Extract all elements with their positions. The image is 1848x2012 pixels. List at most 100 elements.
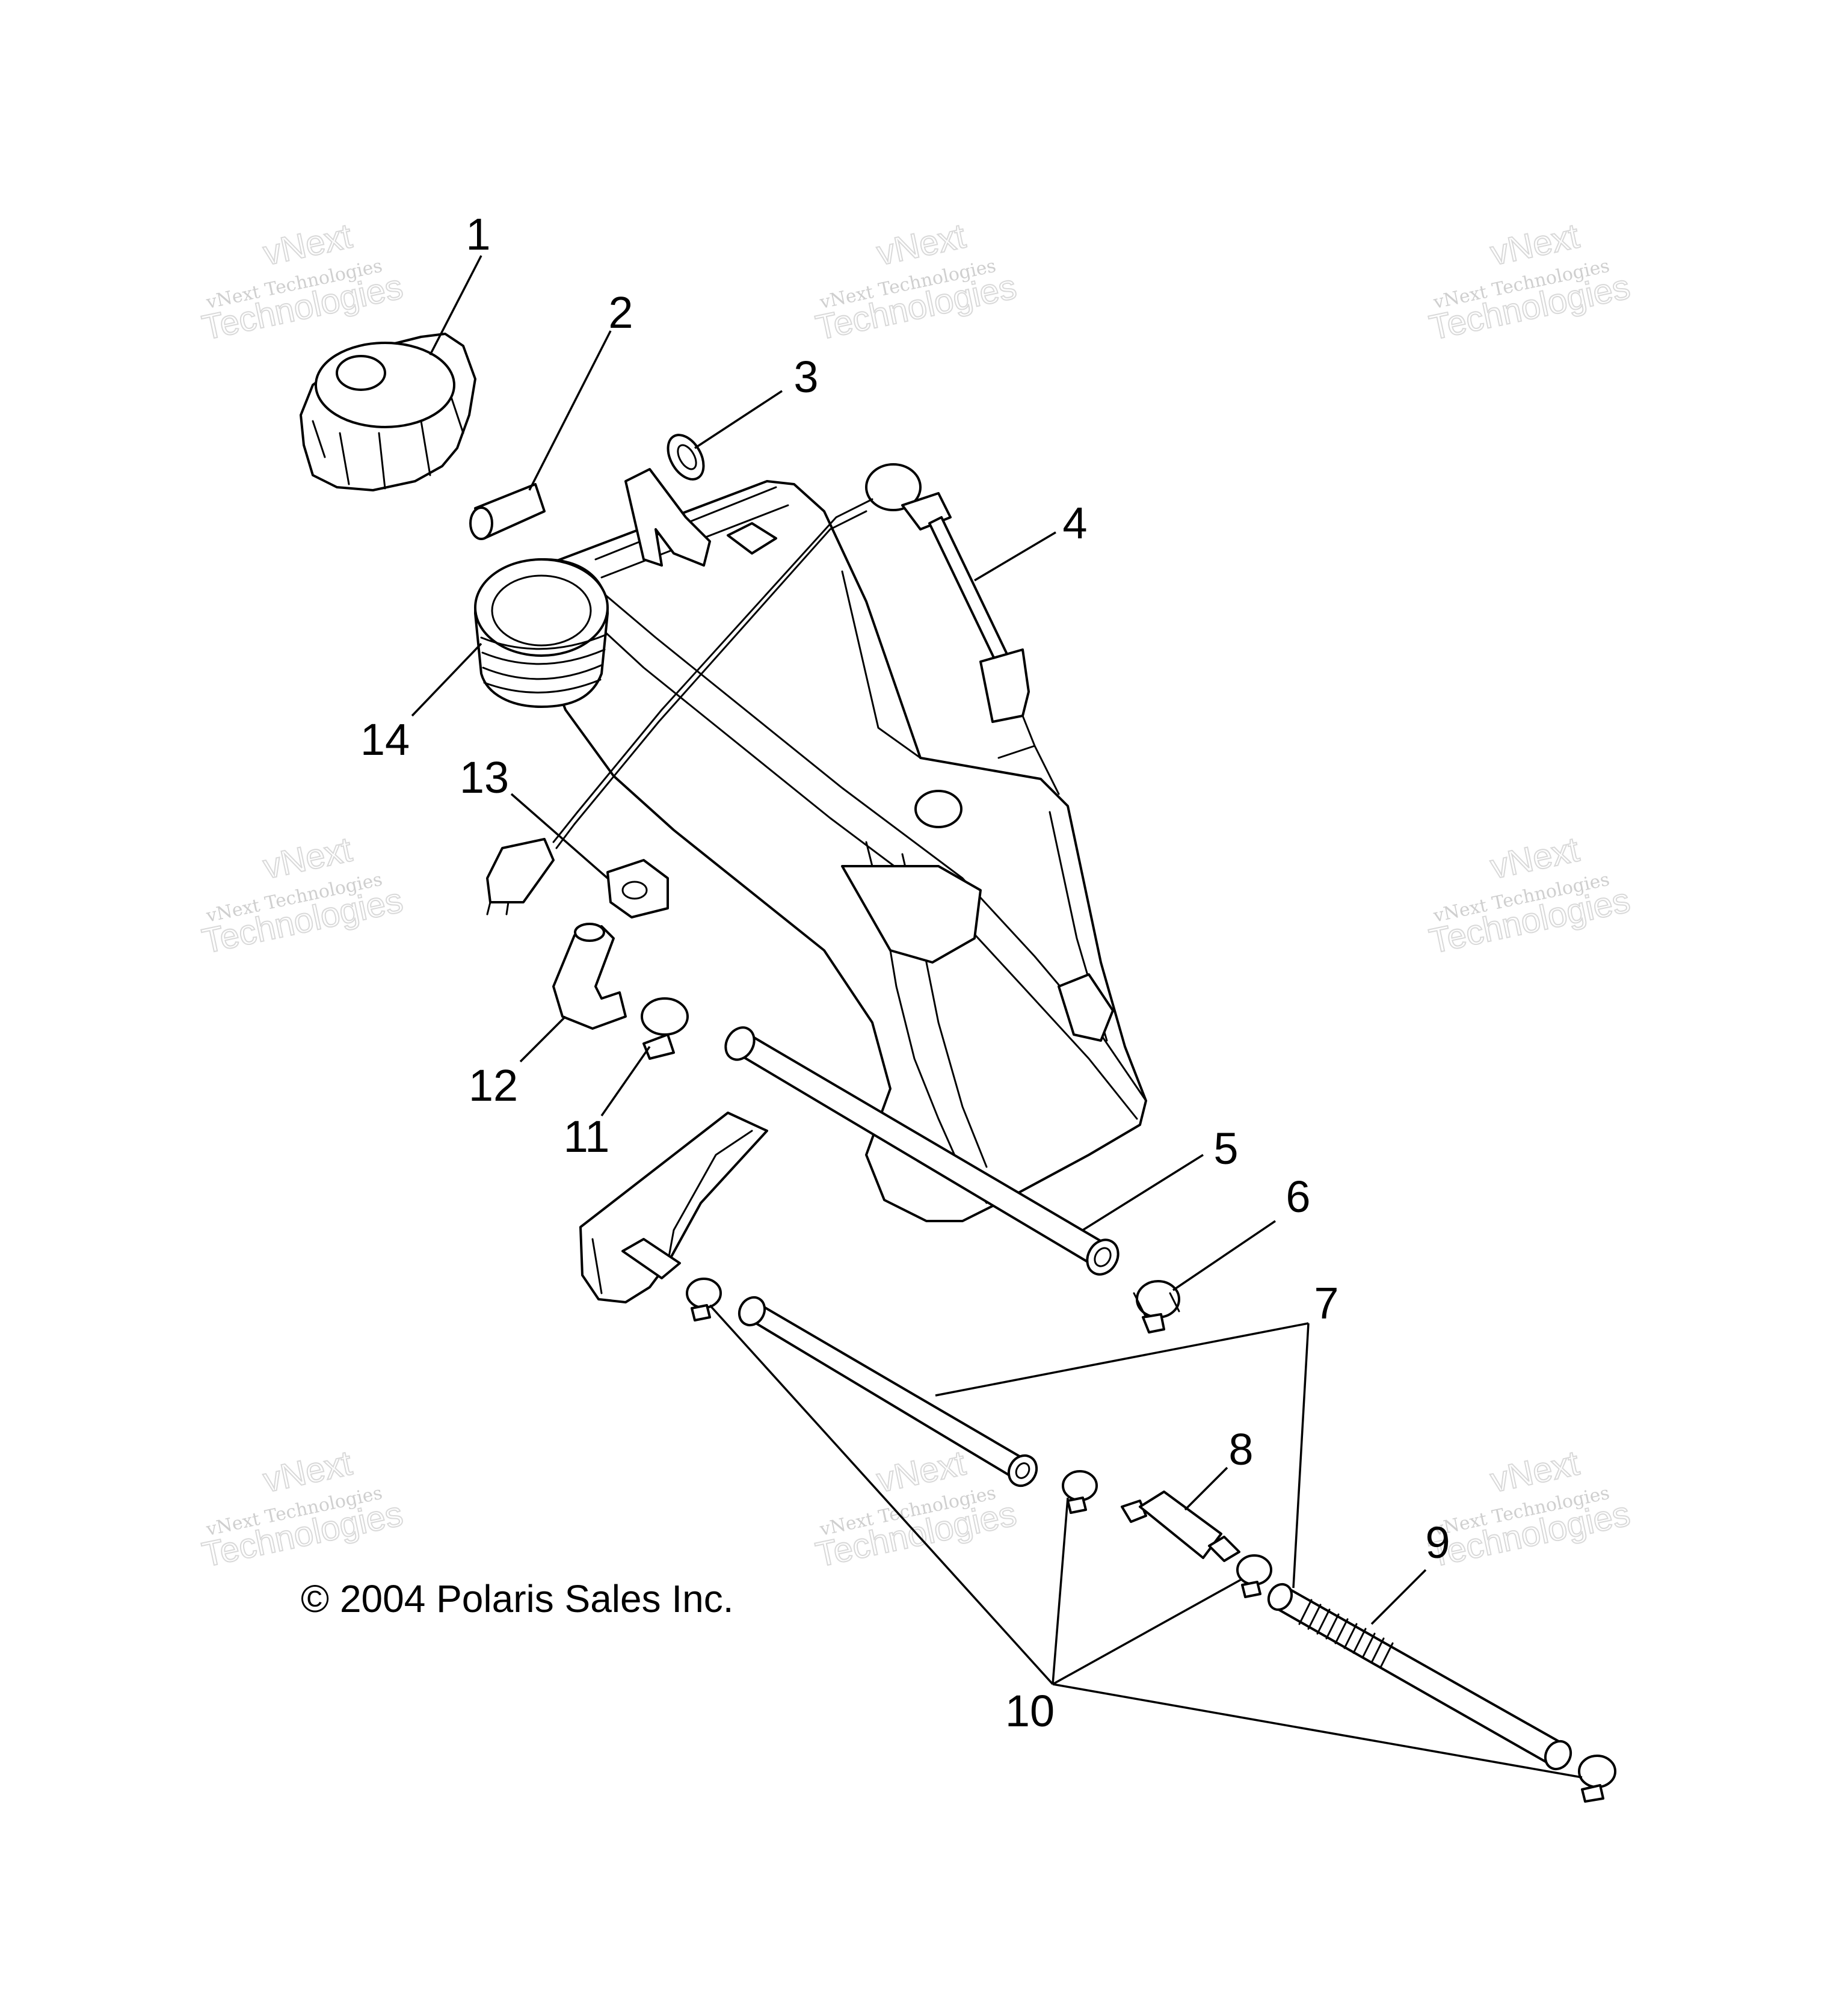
hose-9-end-a	[1267, 1583, 1293, 1611]
tank-mount-tab	[1058, 973, 1114, 1042]
elbow-body	[552, 925, 627, 1030]
callout-2: 2	[608, 288, 633, 337]
callout-8: 8	[1228, 1424, 1253, 1474]
washer-inner	[677, 444, 697, 470]
part-4-fuel-sender	[552, 463, 1060, 849]
tank-mount-pad	[841, 865, 982, 964]
fuel-cap-grip-ridges	[312, 396, 464, 490]
tank-diamond-tab	[727, 522, 777, 555]
watermark: vNext vNext Technologies Technologies	[1425, 216, 1634, 348]
watermark: vNext vNext Technologies Technologies	[1425, 829, 1634, 962]
hose-7-end-a	[738, 1296, 766, 1327]
part-6-clamp	[1133, 1280, 1180, 1334]
part-8-fuel-filter	[1121, 1491, 1240, 1562]
clamp-10-b	[1062, 1470, 1098, 1514]
wire-connector	[486, 838, 555, 903]
hose-9-end-b	[1544, 1740, 1572, 1771]
part-3-washer	[667, 434, 705, 481]
clamp-10-b-tab	[1067, 1497, 1087, 1514]
sender-wire	[552, 498, 873, 843]
part-5-hose	[724, 1026, 1120, 1276]
tank-rib	[841, 570, 922, 759]
clamp-10-c	[1236, 1554, 1272, 1598]
hose-5-bore	[1094, 1247, 1112, 1267]
watermark: vNext vNext Technologies Technologies	[812, 216, 1020, 348]
leader-4	[974, 531, 1056, 582]
callout-6: 6	[1286, 1172, 1310, 1222]
part-11-clamp	[641, 997, 689, 1060]
bushing-end	[469, 506, 493, 540]
fuel-tank	[537, 468, 1147, 1303]
leader-8	[1184, 1466, 1228, 1511]
part-10-clamps	[686, 1278, 1616, 1803]
leader-9	[1370, 1569, 1427, 1625]
tank-lower-arm-edge	[591, 1130, 753, 1294]
filler-neck-rim	[474, 558, 609, 657]
leader-13	[510, 793, 609, 879]
tank-top-bracket	[624, 468, 711, 567]
leader-7	[935, 1322, 1310, 1589]
leader-14	[411, 642, 482, 717]
clamp-11-ring	[641, 997, 689, 1036]
leader-10	[709, 1304, 1583, 1779]
leader-5	[1082, 1154, 1204, 1231]
leader-12	[519, 1015, 567, 1063]
callout-14: 14	[360, 715, 410, 764]
clamp-6-tab	[1142, 1313, 1165, 1334]
leader-1	[429, 255, 482, 355]
watermark: vNext vNext Technologies Technologies	[198, 216, 407, 348]
filter-body	[1139, 1491, 1222, 1559]
leader-3	[694, 390, 783, 449]
clamp-10-d-tab	[1581, 1784, 1604, 1803]
clamp-10-c-tab	[1241, 1581, 1261, 1598]
sender-rod	[928, 516, 1012, 669]
leader-11	[600, 1046, 651, 1116]
sender-arm	[997, 715, 1060, 795]
clamp-10-d	[1578, 1755, 1616, 1803]
callout-3: 3	[793, 352, 818, 402]
leader-lines	[411, 255, 1583, 1779]
fuel-cap-top	[315, 342, 455, 428]
watermark: vNext vNext Technologies Technologies	[198, 1443, 407, 1575]
callout-labels: 1 2 3 4 5 6 7 8 9 10 11 12 13 14	[360, 209, 1450, 1736]
washer-outer	[667, 434, 705, 481]
hose-5-end-b	[1086, 1238, 1120, 1276]
part-13-grommet	[486, 838, 669, 918]
leader-6	[1172, 1220, 1276, 1291]
sender-wire-2	[555, 510, 867, 849]
part-12-elbow-fitting	[552, 923, 627, 1030]
callout-4: 4	[1062, 498, 1087, 548]
part-1-fuel-cap	[300, 333, 476, 491]
filler-neck-threads	[480, 633, 608, 694]
tank-outlet-nipple	[621, 1238, 681, 1279]
callout-13: 13	[460, 752, 509, 802]
part-7-hose	[738, 1296, 1038, 1487]
callout-11: 11	[564, 1112, 610, 1161]
grommet-hole	[621, 881, 648, 900]
clamp-6-edge	[1133, 1292, 1180, 1318]
callout-7: 7	[1314, 1278, 1338, 1328]
sender-float	[979, 648, 1030, 723]
part-9-hose-with-guard	[1267, 1583, 1572, 1771]
tank-mount-boss	[914, 790, 962, 828]
callout-5: 5	[1213, 1124, 1238, 1174]
clamp-10-a	[686, 1278, 722, 1321]
clamp-10-a-tab	[691, 1304, 711, 1321]
copyright-notice: © 2004 Polaris Sales Inc.	[301, 1577, 734, 1620]
sender-cap	[865, 463, 922, 511]
watermark: vNext vNext Technologies Technologies	[198, 829, 407, 962]
callout-12: 12	[469, 1060, 518, 1110]
clamp-10-d-ring	[1578, 1755, 1616, 1788]
part-2-bushing	[469, 483, 546, 540]
hose-7-bore	[1015, 1462, 1030, 1479]
elbow-top	[574, 923, 605, 942]
leader-2	[528, 330, 612, 491]
callout-9: 9	[1425, 1518, 1450, 1567]
part-14-filler-neck	[474, 558, 609, 708]
callout-1: 1	[466, 209, 490, 259]
spring-guard-coils	[1298, 1599, 1394, 1669]
grommet	[606, 859, 669, 918]
filler-neck-opening	[491, 574, 592, 647]
clamp-10-b-ring	[1062, 1470, 1098, 1501]
